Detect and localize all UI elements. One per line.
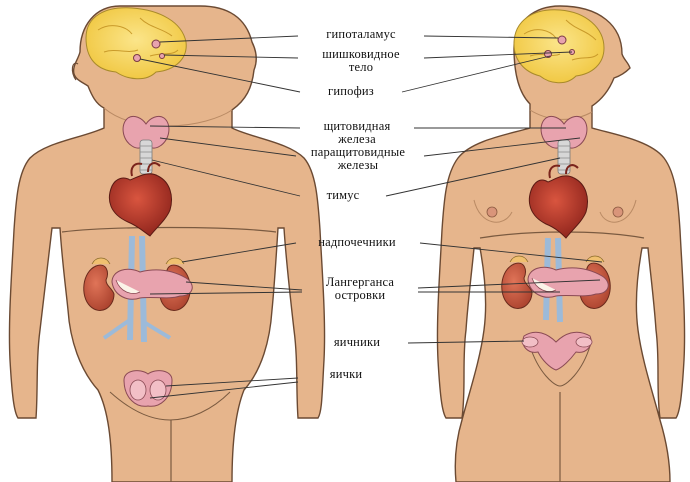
male-hypothalamus-marker	[151, 39, 161, 49]
label-pituitary: гипофиз	[300, 85, 402, 98]
label-islets: Лангерганса островки	[302, 276, 418, 302]
label-islets-line1: Лангерганса	[325, 275, 395, 289]
label-adrenal-text: надпочечники	[318, 235, 396, 249]
label-thyroid: щитовидная железа	[298, 120, 416, 146]
label-parathyroid: паращитовидные железы	[290, 146, 426, 172]
female-uterus	[522, 331, 592, 371]
label-parathyroid-line2: железы	[337, 158, 379, 172]
female-brain	[513, 9, 605, 84]
label-adrenal: надпочечники	[294, 236, 420, 249]
male-pituitary-marker	[133, 54, 141, 62]
male-heart	[108, 173, 172, 237]
label-thyroid-line2: железа	[338, 132, 376, 146]
leader-lines	[139, 35, 603, 399]
label-thymus: тимус	[300, 189, 386, 202]
label-islets-line2: островки	[334, 288, 386, 302]
label-thymus-text: тимус	[326, 188, 360, 202]
label-testes: яички	[298, 368, 394, 381]
label-ovaries: яичники	[306, 336, 408, 349]
female-hypothalamus-marker	[557, 35, 567, 45]
label-testes-text: яички	[329, 367, 363, 381]
male-thyroid	[122, 115, 170, 149]
female-ovary-left	[521, 336, 539, 348]
female-figure	[436, 5, 686, 482]
male-figure	[8, 5, 326, 482]
label-pituitary-text: гипофиз	[328, 84, 374, 98]
label-thyroid-line1: щитовидная	[323, 119, 391, 133]
label-parathyroid-line1: паращитовидные	[310, 145, 406, 159]
label-pineal-body: шишковидное тело	[298, 48, 424, 74]
label-hypothalamus: гипоталамус	[298, 28, 424, 41]
female-heart	[528, 175, 588, 239]
label-hypothalamus-text: гипоталамус	[326, 27, 396, 41]
label-pineal-line1: шишковидное	[322, 47, 400, 61]
male-body-outline	[8, 5, 326, 482]
male-kidney-left	[83, 264, 115, 311]
label-pineal-line2: тело	[348, 60, 374, 74]
female-thyroid	[540, 115, 588, 149]
label-ovaries-text: яичники	[333, 335, 381, 349]
female-ovary-right	[575, 336, 593, 348]
male-pineal-marker	[159, 53, 165, 59]
